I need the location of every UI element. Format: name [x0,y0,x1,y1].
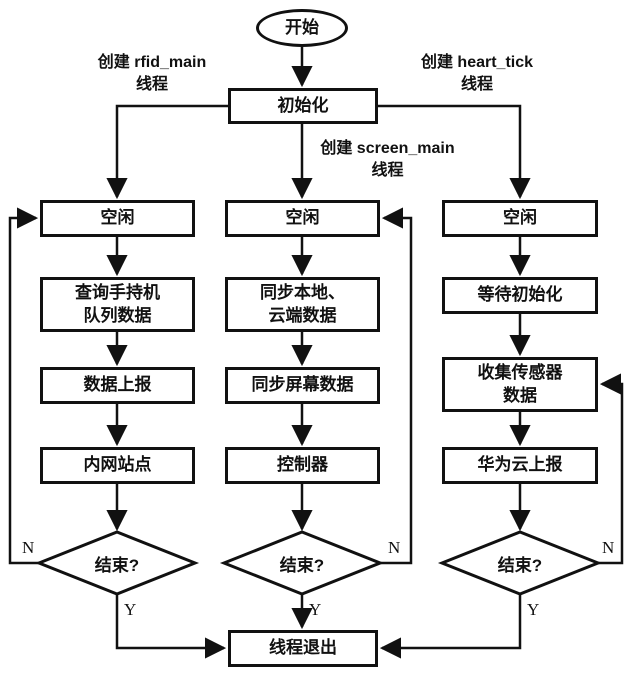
node-huawei-report-label: 华为云上报 [477,455,563,475]
node-idle-mid-label: 空闲 [285,208,320,228]
node-query-queue: 查询手持机 队列数据 [40,277,195,332]
node-query-queue-label: 查询手持机 队列数据 [75,283,160,325]
node-end-mid: 结束? [225,546,379,580]
decision-diamond-right [437,530,603,596]
edge-init-idle-right [378,104,531,200]
label-create-heart-text: 创建 heart_tick 线程 [420,54,534,93]
node-sync-screen-label: 同步屏幕数据 [251,375,354,395]
label-n-mid: N [388,538,401,557]
node-start: 开始 [256,9,348,47]
label-y-mid: Y [309,600,322,619]
node-end-mid-label: 结束? [279,555,325,575]
node-idle-mid: 空闲 [225,200,380,237]
node-init-label: 初始化 [277,95,329,115]
node-controller: 控制器 [225,447,380,484]
node-start-label: 开始 [285,17,319,37]
node-wait-init-label: 等待初始化 [477,285,563,305]
node-collect-sensor: 收集传感器 数据 [442,357,598,412]
node-controller-label: 控制器 [277,455,328,475]
node-idle-right: 空闲 [442,200,598,237]
node-intranet: 内网站点 [40,447,195,484]
edge-endL-N-idleL [8,207,39,565]
label-create-rfid-text: 创建 rfid_main 线程 [97,54,207,93]
node-intranet-label: 内网站点 [83,455,152,475]
label-create-screen-thread: 创建 screen_main 线程 [300,138,475,181]
node-sync-cloud-label: 同步本地、 云端数据 [260,283,345,325]
node-end-left: 结束? [40,546,194,580]
node-thread-exit: 线程退出 [228,630,378,667]
node-idle-right-label: 空闲 [503,208,537,228]
node-idle-left-label: 空闲 [100,208,135,228]
edge-endL-Y-exit [115,594,227,659]
edge-endM-N-idleM [380,207,413,565]
edge-init-idle-left [106,104,228,200]
node-wait-init: 等待初始化 [442,277,598,314]
node-sync-screen: 同步屏幕数据 [225,367,380,404]
edge-endR-N-collect [598,373,624,565]
node-init: 初始化 [228,88,378,124]
node-data-report: 数据上报 [40,367,195,404]
label-create-screen-text: 创建 screen_main 线程 [320,140,455,179]
label-y-right: Y [527,600,540,619]
decision-diamond-left [34,530,200,596]
label-create-rfid-thread: 创建 rfid_main 线程 [62,52,242,95]
label-y-left: Y [124,600,137,619]
node-end-right-label: 结束? [497,555,543,575]
decision-diamond-mid [219,530,385,596]
edge-endR-Y-exit [379,594,522,659]
node-collect-sensor-label: 收集传感器 数据 [477,363,563,405]
node-end-left-label: 结束? [94,555,140,575]
label-n-right: N [602,538,615,557]
label-create-heart-thread: 创建 heart_tick 线程 [387,52,567,95]
node-end-right: 结束? [443,546,597,580]
label-n-left: N [22,538,35,557]
node-idle-left: 空闲 [40,200,195,237]
node-sync-cloud: 同步本地、 云端数据 [225,277,380,332]
node-thread-exit-label: 线程退出 [269,638,337,658]
node-huawei-report: 华为云上报 [442,447,598,484]
node-data-report-label: 数据上报 [83,375,152,395]
